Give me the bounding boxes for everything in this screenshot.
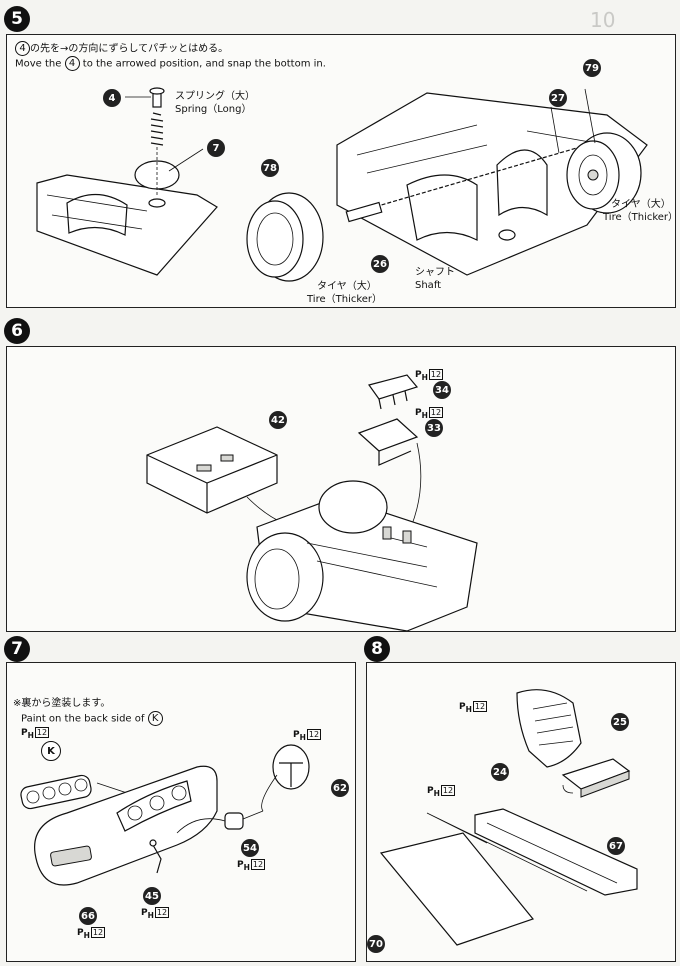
- page-number: 10: [590, 8, 616, 32]
- part-70: 70: [367, 935, 385, 953]
- part-45: 45: [143, 887, 161, 905]
- step-7-badge: 7: [4, 636, 30, 662]
- part-66: 66: [79, 907, 97, 925]
- tire-right-label-en: Tire（Thicker）: [603, 212, 679, 223]
- part-33: 33: [425, 419, 443, 437]
- part-4: 4: [103, 89, 121, 107]
- part-26: 26: [371, 255, 389, 273]
- step-8-badge: 8: [364, 636, 390, 662]
- step-5-badge: 5: [4, 6, 30, 32]
- part-79: 79: [583, 59, 601, 77]
- step-8-illustration: [379, 689, 638, 946]
- part-27: 27: [549, 89, 567, 107]
- step-7-note-ja: ※裏から塗装します。: [13, 698, 111, 709]
- part-78: 78: [261, 159, 279, 177]
- step-6-illustration: [146, 374, 478, 631]
- step-5-illustration: [36, 87, 648, 282]
- part-K: K: [41, 741, 61, 761]
- part-7: 7: [207, 139, 225, 157]
- step-7-note-en: Paint on the back side of K: [21, 711, 163, 726]
- part-ref-4: 4: [64, 56, 80, 71]
- tire-left-label-en: Tire（Thicker）: [307, 294, 383, 305]
- part-25: 25: [611, 713, 629, 731]
- step-6-badge: 6: [4, 318, 30, 344]
- part-67: 67: [607, 837, 625, 855]
- step-7-panel: ※裏から塗装します。 Paint on the back side of K P…: [6, 662, 356, 962]
- part-54: 54: [241, 839, 259, 857]
- part-34: 34: [433, 381, 451, 399]
- part-ref-K: K: [147, 711, 163, 726]
- part-42: 42: [269, 411, 287, 429]
- part-ref-4: 4: [15, 41, 30, 56]
- step-5-instruction-en: Move the 4 to the arrowed position, and …: [15, 56, 326, 71]
- spring-label-ja: スプリング（大）: [175, 91, 255, 102]
- part-62: 62: [331, 779, 349, 797]
- tire-left-label-ja: タイヤ（大）: [317, 281, 377, 292]
- shaft-label-en: Shaft: [415, 280, 442, 291]
- spring-label-en: Spring（Long）: [175, 104, 252, 115]
- tire-right-label-ja: タイヤ（大）: [611, 199, 671, 210]
- part-24: 24: [491, 763, 509, 781]
- shaft-label-ja: シャフト: [415, 267, 455, 278]
- step-7-illustration: [20, 744, 310, 886]
